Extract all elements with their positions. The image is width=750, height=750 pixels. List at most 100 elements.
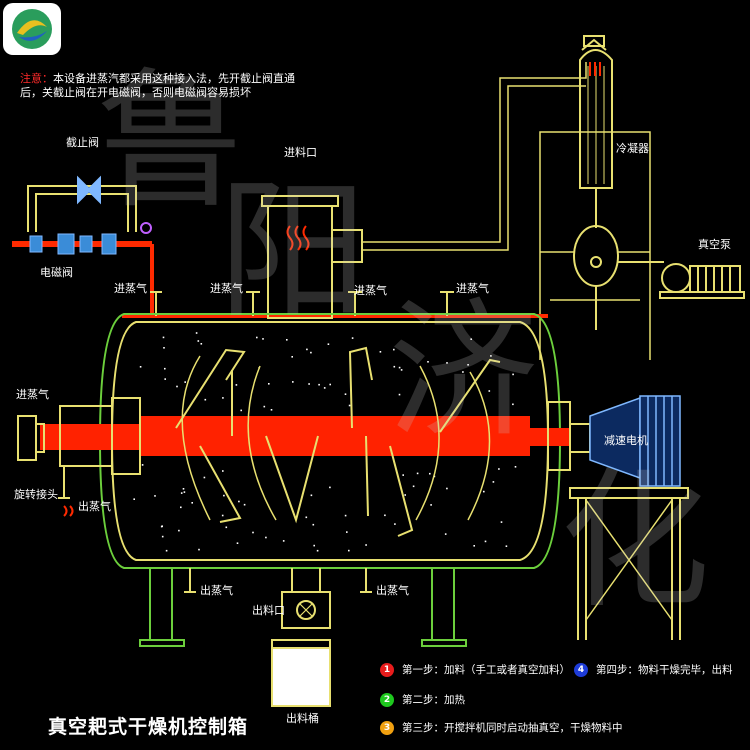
particle	[139, 366, 142, 368]
discharge-bucket	[271, 639, 331, 707]
step-item-1: 1 第一步：加料（手工或者真空加料）	[380, 662, 570, 677]
label-steam-in-3: 进蒸气	[354, 284, 387, 297]
particle	[184, 381, 186, 383]
particle	[512, 373, 514, 376]
company-logo	[3, 3, 61, 55]
particle	[222, 470, 224, 472]
label-steam-in-1: 进蒸气	[114, 282, 147, 295]
particle	[180, 492, 183, 494]
particle	[348, 404, 351, 407]
drum-legs	[139, 568, 467, 647]
particle	[165, 549, 168, 552]
step-number-badge: 2	[380, 692, 394, 707]
particle	[222, 397, 224, 399]
particle	[200, 343, 203, 345]
steam-supply-line	[122, 244, 548, 318]
particle	[164, 378, 166, 380]
label-vacuum-pump: 真空泵	[698, 238, 731, 251]
particle	[182, 488, 185, 490]
particle	[402, 474, 404, 476]
particle	[514, 466, 517, 468]
label-feed-inlet: 进料口	[284, 146, 317, 159]
condenser	[573, 35, 619, 330]
particle	[195, 332, 198, 334]
label-discharge-port: 出料口	[252, 604, 285, 617]
label-rotary-joint: 旋转接头	[14, 488, 58, 501]
step-text: 第二步：加热	[402, 694, 465, 706]
label-condenser: 冷凝器	[616, 142, 649, 155]
particle	[305, 516, 308, 519]
particle	[492, 481, 495, 483]
particle	[133, 498, 135, 500]
particle	[488, 390, 491, 392]
particle	[310, 494, 313, 497]
label-steam-in-left: 进蒸气	[16, 388, 49, 401]
particle	[384, 514, 386, 517]
particle	[323, 387, 326, 389]
particle	[161, 535, 164, 538]
step-item-2: 2 第二步：加热	[380, 692, 465, 707]
warning-label: 注意：	[20, 72, 53, 85]
particle	[263, 405, 266, 408]
particle	[164, 367, 166, 370]
particle	[312, 523, 315, 526]
bottom-steam-out	[184, 568, 372, 593]
particle	[473, 545, 475, 547]
particle	[268, 383, 270, 385]
label-steam-in-4: 进蒸气	[456, 282, 489, 295]
particle	[198, 548, 200, 551]
particle	[327, 343, 330, 345]
particle	[291, 356, 293, 358]
condenser-frame	[539, 131, 651, 360]
particle	[348, 549, 350, 552]
particle	[252, 531, 254, 534]
particle	[505, 545, 508, 547]
label-discharge-bucket: 出料桶	[286, 712, 319, 725]
particle	[512, 403, 514, 406]
particle	[310, 351, 312, 354]
particle	[183, 491, 186, 493]
pressure-gauge-icon	[140, 222, 152, 234]
label-steam-in-2: 进蒸气	[210, 282, 243, 295]
particle	[427, 361, 429, 363]
particle	[351, 337, 354, 339]
particle	[500, 521, 503, 523]
particle	[318, 383, 320, 386]
particle	[416, 472, 419, 475]
particle	[180, 506, 182, 509]
particle	[235, 384, 238, 386]
step-number-badge: 4	[574, 662, 588, 677]
label-solenoid-valve: 电磁阀	[40, 266, 73, 279]
particle	[162, 336, 165, 339]
motor-stand	[569, 487, 689, 640]
step-number-badge: 3	[380, 720, 394, 735]
particle	[313, 544, 315, 547]
particle	[393, 348, 395, 351]
label-steam-out-left: 出蒸气	[78, 500, 111, 513]
particle	[365, 544, 367, 546]
particle	[498, 468, 500, 470]
step-item-4: 4 第四步：物料干燥完毕，出料	[574, 662, 733, 677]
particle	[404, 494, 406, 496]
particle	[393, 365, 396, 368]
particle	[490, 355, 492, 357]
particle	[394, 523, 396, 525]
step-number-badge: 1	[380, 662, 394, 677]
particle	[141, 464, 144, 466]
label-steam-out-bottom-2: 出蒸气	[376, 584, 409, 597]
solenoid-valves	[29, 233, 117, 255]
reducer-motor	[589, 395, 681, 487]
feed-inlet	[261, 195, 363, 319]
steam-inlet-stubs	[150, 291, 454, 316]
particle	[270, 409, 273, 411]
particle	[344, 514, 347, 517]
particle	[203, 476, 206, 479]
step-text: 第一步：加料（手工或者真空加料）	[402, 664, 570, 676]
discharge-port	[281, 568, 331, 629]
particle	[467, 364, 469, 366]
particle	[286, 339, 288, 341]
particle	[292, 381, 294, 383]
particle	[379, 351, 382, 353]
particle	[154, 495, 156, 497]
